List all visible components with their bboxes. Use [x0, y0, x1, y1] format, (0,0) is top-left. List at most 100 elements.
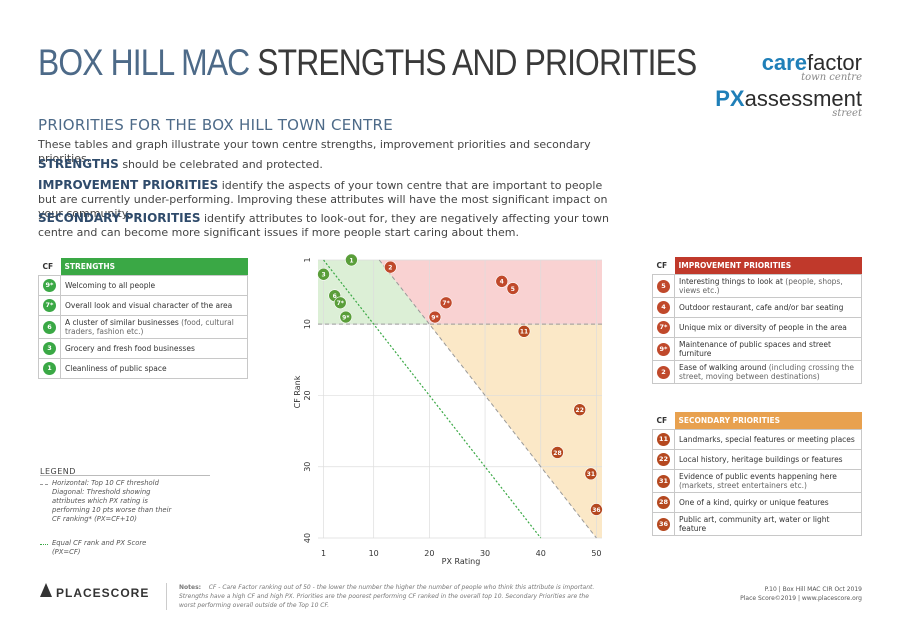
attribute-extra: (food, cultural traders, fashion etc.) [65, 318, 234, 336]
cf-cell: 31 [652, 469, 675, 493]
attribute-text: One of a kind, quirky or unique features [679, 498, 829, 507]
cf-cell: 11 [652, 429, 675, 450]
cf-badge: 4 [657, 301, 670, 314]
attribute-cell: Grocery and fresh food businesses [60, 338, 248, 359]
secondary-row: 28 One of a kind, quirky or unique featur… [652, 492, 862, 513]
x-tick-label: 30 [480, 549, 490, 558]
improvement-row: 2 Ease of walking around (including cross… [652, 360, 862, 384]
cf-cell: 9* [652, 337, 675, 361]
strengths-point-label: 7* [337, 300, 345, 307]
strengths-row: 9*Welcoming to all people [38, 275, 248, 296]
improvement-point [428, 310, 442, 324]
attribute-cell: Public art, community art, water or ligh… [674, 512, 862, 536]
strengths-point-label: 6 [333, 293, 337, 300]
cf-cell: 1 [38, 358, 61, 379]
legend-dotted-line [40, 544, 48, 545]
y-tick-label: 20 [303, 390, 312, 400]
secondary-point [517, 324, 531, 338]
cf-cell: 22 [652, 449, 675, 470]
footer: PLACESCORE Notes: CF - Care Factor ranki… [0, 575, 902, 638]
secondary-point-label: 22 [576, 407, 584, 414]
improvement-row: 4 Outdoor restaurant, cafe and/or bar sea… [652, 297, 862, 318]
attribute-text: Grocery and fresh food businesses [65, 344, 195, 353]
strengths-point [317, 267, 330, 281]
attribute-cell: A cluster of similar businesses (food, c… [60, 315, 248, 339]
attribute-cell: Maintenance of public spaces and street … [674, 337, 862, 361]
improvement-row: 7* Unique mix or diversity of people in t… [652, 317, 862, 338]
improvement-point-label: 7* [442, 300, 450, 307]
attribute-cell: Interesting things to look at (people, s… [674, 274, 862, 298]
secondary-point-label: 28 [553, 450, 561, 457]
x-tick-label: 40 [536, 549, 546, 558]
carefactor-logo: carefactor [762, 50, 862, 76]
legend-item-threshold: Horizontal: Top 10 CF threshold Diagonal… [52, 479, 172, 523]
page-title: BOX HILL MAC STRENGTHS AND PRIORITIES [38, 42, 697, 84]
improvement-header: IMPROVEMENT PRIORITIES [674, 257, 862, 275]
cf-badge: 7* [657, 321, 670, 334]
logo1-sub: town centre [801, 72, 862, 83]
improvement-header-row: CF IMPROVEMENT PRIORITIES [652, 257, 862, 275]
improve-label: IMPROVEMENT PRIORITIES [38, 178, 219, 192]
secondary-paragraph: SECONDARY PRIORITIES identify attributes… [38, 211, 618, 240]
improvement-point [439, 296, 453, 310]
strengths-header: STRENGTHS [60, 258, 248, 276]
y-tick-label: 40 [303, 533, 312, 543]
strengths-header-row: CF STRENGTHS [38, 258, 248, 276]
cf-badge: 31 [657, 474, 670, 488]
attribute-text: Local history, heritage buildings or fea… [679, 455, 843, 464]
attribute-text: Ease of walking around [679, 363, 767, 372]
logo1-second: factor [806, 50, 862, 75]
attribute-cell: One of a kind, quirky or unique features [674, 492, 862, 513]
cf-header: CF [652, 412, 675, 430]
intro-line: These tables and graph illustrate your t… [38, 138, 591, 165]
logo2-main: PX [715, 86, 745, 111]
page-number: P.10 | Box Hill MAC CIR Oct 2019 [764, 586, 862, 593]
footer-info: P.10 | Box Hill MAC CIR Oct 2019 Place S… [740, 585, 862, 603]
cf-cell: 28 [652, 492, 675, 513]
attribute-cell: Landmarks, special features or meeting p… [674, 429, 862, 450]
strengths-point [333, 296, 347, 310]
pxassessment-logo: PXassessment [715, 86, 862, 112]
cf-cell: 5 [652, 274, 675, 298]
section-subtitle: PRIORITIES FOR THE BOX HILL TOWN CENTRE [38, 116, 394, 134]
copyright: Place Score©2019 | www.placescore.org [740, 595, 862, 602]
y-axis-label: CF Rank [293, 375, 302, 408]
x-tick-label: 50 [591, 549, 601, 558]
cf-cell: 36 [652, 512, 675, 536]
strengths-point-label: 1 [349, 257, 353, 264]
placescore-logo: PLACESCORE [56, 586, 150, 600]
attribute-extra: (including crossing the street, moving b… [679, 363, 854, 381]
strengths-point-label: 3 [321, 272, 325, 279]
equal-line [323, 259, 542, 539]
attribute-cell: Evidence of public events happening here… [674, 469, 862, 493]
cf-badge: 9* [657, 342, 670, 356]
cf-cell: 2 [652, 360, 675, 384]
attribute-text: Interesting things to look at [679, 277, 783, 286]
attribute-cell: Unique mix or diversity of people in the… [674, 317, 862, 338]
legend-item-equal: Equal CF rank and PX Score (PX=CF) [52, 539, 147, 556]
improvement-paragraph: IMPROVEMENT PRIORITIES identify the aspe… [38, 178, 618, 221]
attribute-cell: Local history, heritage buildings or fea… [674, 449, 862, 470]
cf-badge: 5 [657, 279, 670, 293]
cf-cell: 6 [38, 315, 61, 339]
attribute-cell: Overall look and visual character of the… [60, 295, 248, 316]
strengths-paragraph: STRENGTHS should be celebrated and prote… [38, 157, 618, 172]
strengths-point [339, 310, 353, 324]
cf-badge: 1 [43, 362, 56, 375]
improvement-row: 5 Interesting things to look at (people, … [652, 274, 862, 298]
secondary-point-label: 36 [592, 507, 600, 514]
improvement-point-label: 2 [388, 264, 392, 271]
improvement-point [384, 260, 397, 274]
cf-badge: 7* [43, 299, 56, 312]
secondary-row: 31 Evidence of public events happening he… [652, 469, 862, 493]
x-tick-label: 20 [424, 549, 434, 558]
strengths-row: 7* Overall look and visual character of t… [38, 295, 248, 316]
secondary-point-label: 11 [520, 329, 528, 336]
attribute-cell: Outdoor restaurant, cafe and/or bar seat… [674, 297, 862, 318]
secondary-header-row: CF SECONDARY PRIORITIES [652, 412, 862, 430]
secondary-header: SECONDARY PRIORITIES [674, 412, 862, 430]
improvement-point-label: 4 [500, 279, 504, 286]
legend-divider [40, 475, 210, 476]
